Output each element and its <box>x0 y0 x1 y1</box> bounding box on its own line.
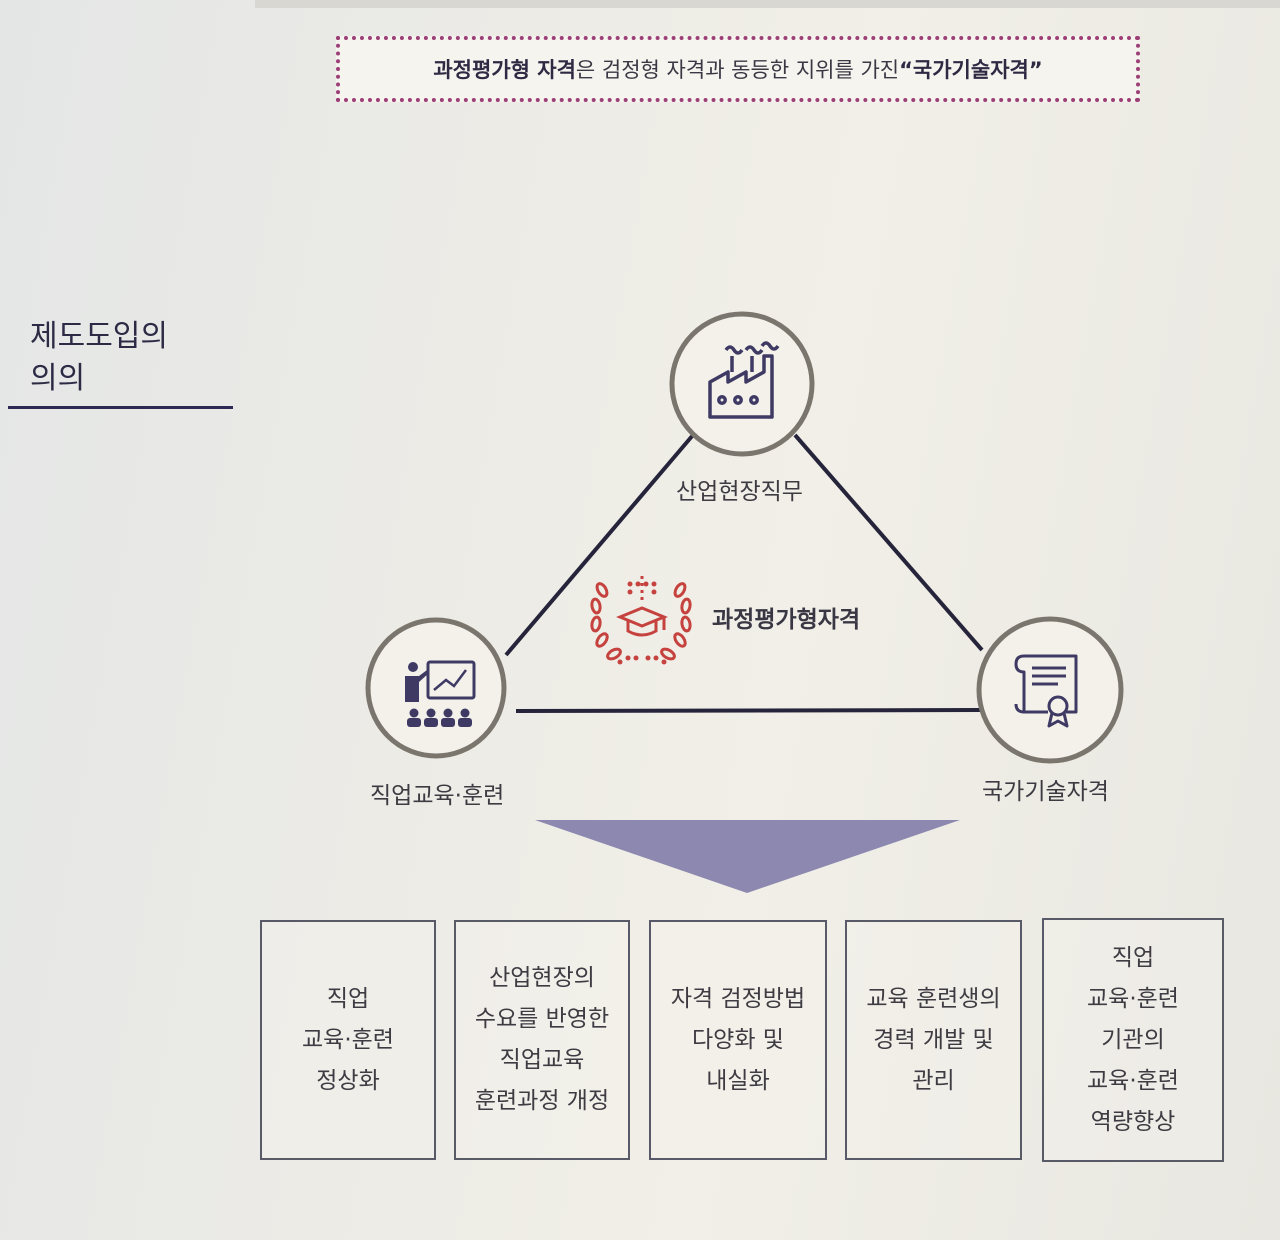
outcome-box-5-text: 직업 교육·훈련 기관의 교육·훈련 역량향상 <box>1087 944 1179 1135</box>
down-arrow <box>535 820 960 893</box>
section-title-line1: 제도도입의 <box>30 319 168 354</box>
edge-top-right <box>793 433 984 652</box>
outcome-box-4-text: 교육 훈련생의 경력 개발 및 관리 <box>866 985 1001 1094</box>
edge-bottom <box>515 708 981 713</box>
outcome-box-4: 교육 훈련생의 경력 개발 및 관리 <box>845 920 1022 1160</box>
top-node-circle <box>669 311 815 457</box>
right-node <box>976 616 1124 764</box>
callout-box: 과정평가형 자격 은 검정형 자격과 동등한 지위를 가진 “국가기술자격” <box>336 36 1140 102</box>
center-label: 과정평가형자격 <box>712 607 861 633</box>
callout-middle-text: 은 검정형 자격과 동등한 지위를 가진 <box>575 58 900 82</box>
right-node-label: 국가기술자격 <box>982 779 1109 805</box>
section-title: 제도도입의 의의 <box>30 316 168 400</box>
section-title-line2: 의의 <box>30 361 86 396</box>
outcome-box-3-text: 자격 검정방법 다양화 및 내실화 <box>670 985 806 1094</box>
top-node-label: 산업현장직무 <box>676 479 803 505</box>
presentation-icon <box>405 660 476 727</box>
top-node <box>669 311 815 457</box>
edge-top-left <box>504 433 695 657</box>
callout-bold-prefix: 과정평가형 자격 <box>433 58 576 82</box>
left-node <box>365 617 507 759</box>
outcome-box-5: 직업 교육·훈련 기관의 교육·훈련 역량향상 <box>1042 918 1224 1162</box>
outcome-box-2: 산업현장의 수요를 반영한 직업교육 훈련과정 개정 <box>454 920 630 1160</box>
factory-icon <box>708 341 780 419</box>
outcome-box-1-text: 직업 교육·훈련 정상화 <box>302 985 394 1094</box>
outcome-box-3: 자격 검정방법 다양화 및 내실화 <box>649 920 827 1160</box>
outcome-box-1: 직업 교육·훈련 정상화 <box>260 920 436 1160</box>
right-node-circle <box>976 616 1124 764</box>
triangle-edges <box>504 433 984 713</box>
top-page-strip <box>255 0 1280 8</box>
graduation-laurel-icon <box>590 576 692 665</box>
left-node-label: 직업교육·훈련 <box>370 783 505 809</box>
callout-bold-suffix: “국가기술자격” <box>899 58 1043 82</box>
section-divider <box>8 406 233 409</box>
outcome-box-2-text: 산업현장의 수요를 반영한 직업교육 훈련과정 개정 <box>474 965 610 1114</box>
certificate-icon <box>1014 654 1078 728</box>
